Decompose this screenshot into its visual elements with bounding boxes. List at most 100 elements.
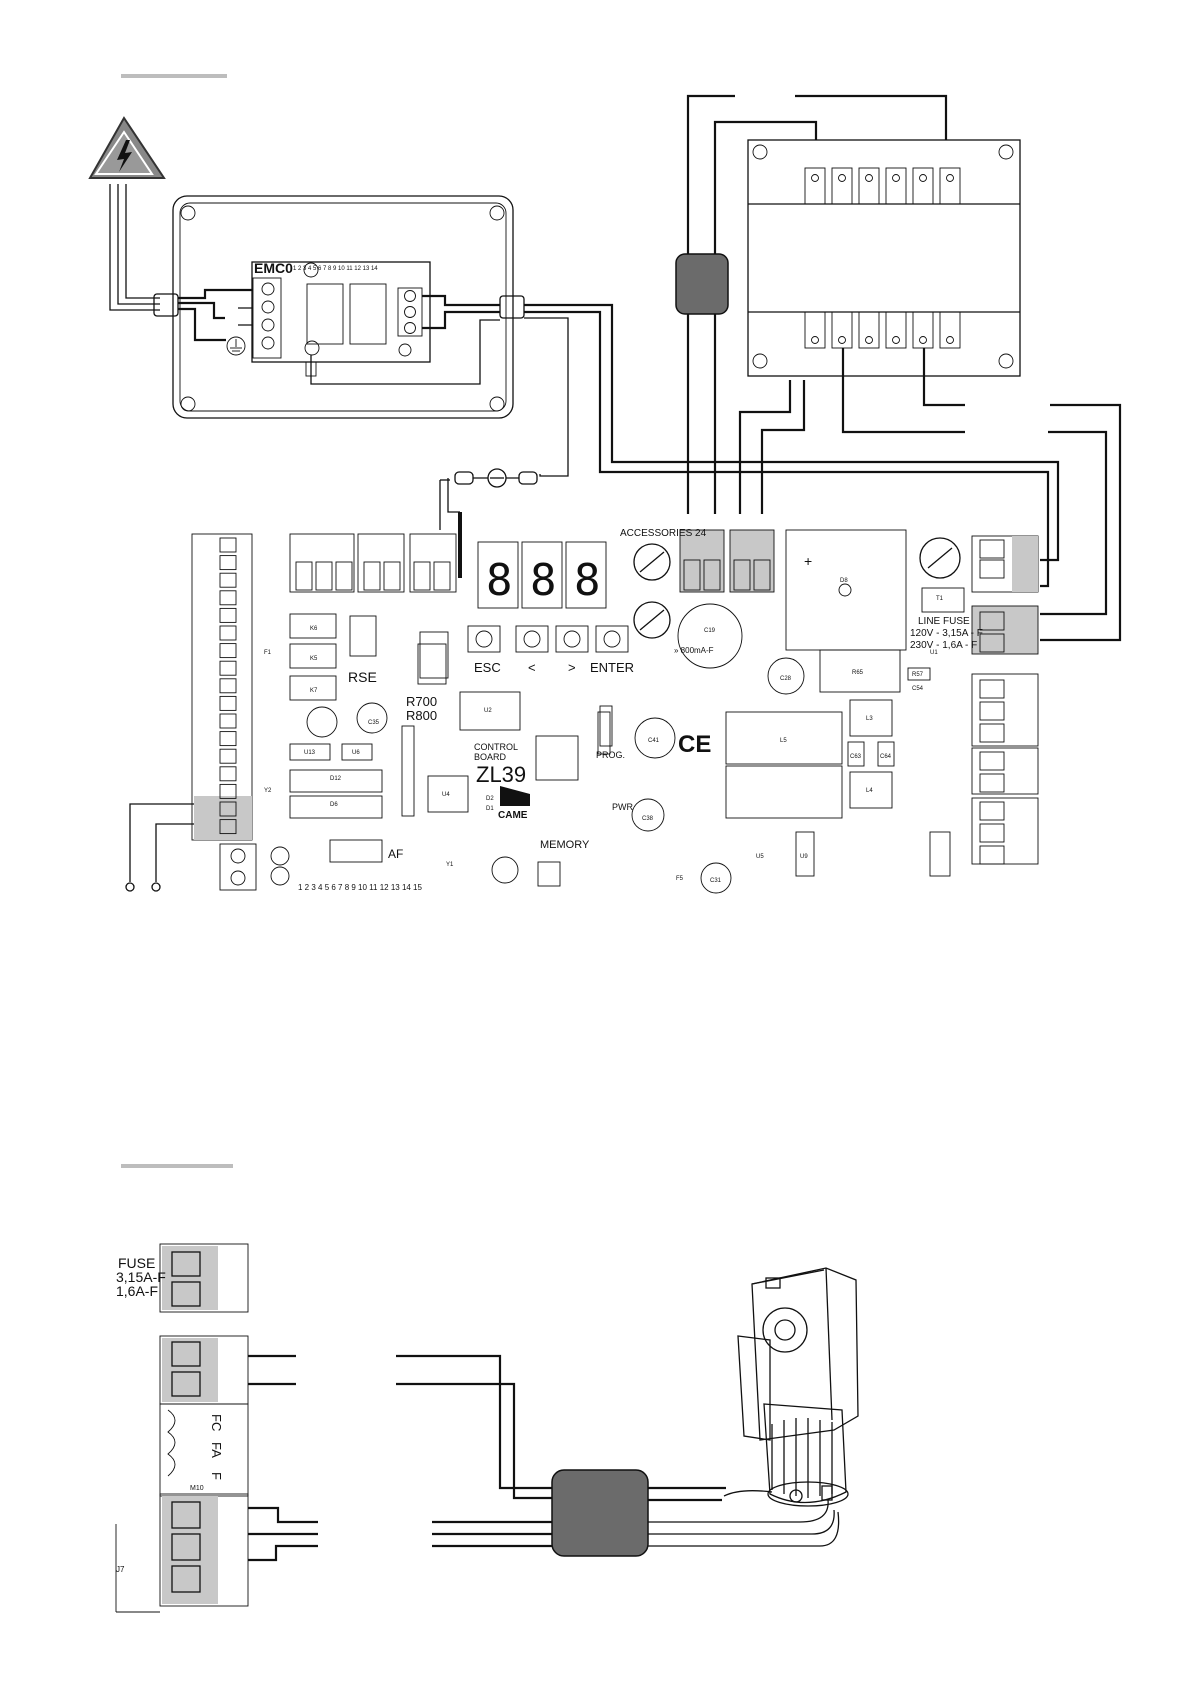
component-label: U2	[484, 708, 492, 714]
transformer-bottom-terminals	[804, 311, 961, 349]
terminal-screw	[219, 625, 237, 641]
component-label: Y1	[446, 862, 454, 868]
ferrite-core-top	[675, 253, 729, 315]
component-label: C63	[850, 754, 862, 760]
component-label: D8	[840, 578, 848, 584]
terminal-screw	[979, 611, 1005, 631]
board-bottom-numbers: 1 2 3 4 5 6 7 8 9 10 11 12 13 14 15	[298, 883, 423, 892]
detail-terminals	[115, 1243, 249, 1613]
r700-label: R700	[406, 694, 437, 709]
detail-fuse-label-1: FUSE	[118, 1255, 155, 1271]
line-fuse-label-3: 230V - 1,6A - F	[910, 640, 977, 651]
component-label: U6	[352, 750, 360, 756]
ground-symbol-icon	[226, 336, 246, 356]
component-label: R65	[852, 670, 864, 676]
gearmotor	[737, 1267, 859, 1507]
svg-text:8: 8	[574, 555, 601, 606]
detail-limit-fa: FA	[209, 1442, 224, 1458]
component-label: L5	[780, 738, 787, 744]
svg-text:8: 8	[530, 555, 557, 606]
less-button-label: <	[528, 660, 536, 675]
component-label: F1	[264, 650, 272, 656]
component-label: F5	[676, 876, 684, 882]
transformer	[747, 139, 1021, 377]
terminal-screw	[219, 572, 237, 588]
svg-text:CE: CE	[678, 731, 711, 758]
component-label: C31	[710, 878, 722, 884]
terminal-screw	[219, 537, 237, 553]
terminal-screw	[979, 751, 1005, 771]
terminal-screw	[219, 643, 237, 659]
detail-fuse-label-3: 1,6A-F	[116, 1283, 158, 1299]
terminal-screw	[979, 773, 1005, 793]
detail-j7-label: J7	[116, 1565, 125, 1574]
component-label: D1	[486, 806, 494, 812]
component-label: L3	[866, 716, 873, 722]
component-label: C54	[912, 686, 924, 692]
component-label: C28	[780, 676, 792, 682]
came-logo-icon	[500, 786, 530, 806]
enter-button-label: ENTER	[590, 660, 634, 675]
terminal-screw	[979, 701, 1005, 721]
terminal-screw	[219, 660, 237, 676]
control-board-label-1: CONTROL	[474, 742, 518, 752]
terminal-screw	[219, 801, 237, 817]
svg-text:8: 8	[486, 555, 513, 606]
transformer-top-terminals	[804, 167, 961, 205]
component-label: U13	[304, 750, 316, 756]
component-label: Y2	[264, 788, 272, 794]
component-label: K6	[310, 626, 318, 632]
more-button-label: >	[568, 660, 576, 675]
prog-label: PROG.	[596, 750, 625, 760]
detail-limit-fc: FC	[209, 1414, 224, 1431]
component-label: D2	[486, 796, 494, 802]
r800-label: R800	[406, 708, 437, 723]
emc-terminal-numbers: 1 2 3 4 5 6 7 8 9 10 11 12 13 14	[293, 266, 378, 272]
component-label: C19	[704, 628, 716, 634]
terminal-screw	[979, 559, 1005, 579]
terminal-screw	[979, 723, 1005, 743]
inline-fuse	[454, 468, 538, 488]
esc-button-label: ESC	[474, 660, 501, 675]
ferrite-core-bottom	[551, 1469, 649, 1557]
component-label: K7	[310, 688, 318, 694]
terminal-screw	[979, 801, 1005, 821]
section-header-rule-bottom	[121, 1164, 233, 1168]
high-voltage-warning-icon	[88, 116, 166, 179]
component-label: D12	[330, 776, 342, 782]
terminal-screw	[979, 823, 1005, 843]
terminal-screw	[219, 713, 237, 729]
terminal-screw	[219, 555, 237, 571]
component-label: R57	[912, 672, 924, 678]
terminal-screw	[979, 679, 1005, 699]
component-label: C38	[642, 816, 654, 822]
rse-label: RSE	[348, 669, 377, 685]
terminal-screw	[219, 819, 237, 835]
emc-filter-enclosure: EMC0 1 2 3 4 5 6 7 8 9 10 11 12 13 14	[153, 195, 525, 419]
terminal-screw	[979, 845, 1005, 865]
emc-filter-model: EMC0	[254, 260, 293, 276]
component-label: C64	[880, 754, 892, 760]
accessories-fuse-label: » 800mA-F	[674, 646, 714, 655]
terminal-screw	[219, 695, 237, 711]
component-label: C41	[648, 738, 660, 744]
terminal-screw	[219, 783, 237, 799]
terminal-screw	[219, 678, 237, 694]
terminal-screw	[219, 748, 237, 764]
accessories-label: ACCESSORIES 24	[620, 528, 707, 539]
component-label: K5	[310, 656, 318, 662]
ce-mark-icon: CE	[678, 731, 711, 758]
component-label: U9	[800, 854, 808, 860]
component-label: D6	[330, 802, 338, 808]
terminal-screw	[219, 731, 237, 747]
terminal-screw	[219, 766, 237, 782]
component-label: C35	[368, 720, 380, 726]
came-label: CAME	[498, 810, 528, 821]
control-board: 8 8 8 +	[191, 529, 1039, 894]
svg-text:+: +	[804, 553, 812, 569]
section-header-rule-top	[121, 74, 227, 78]
memory-label: MEMORY	[540, 839, 590, 851]
component-label: U4	[442, 792, 450, 798]
detail-limit-f: F	[209, 1472, 224, 1480]
